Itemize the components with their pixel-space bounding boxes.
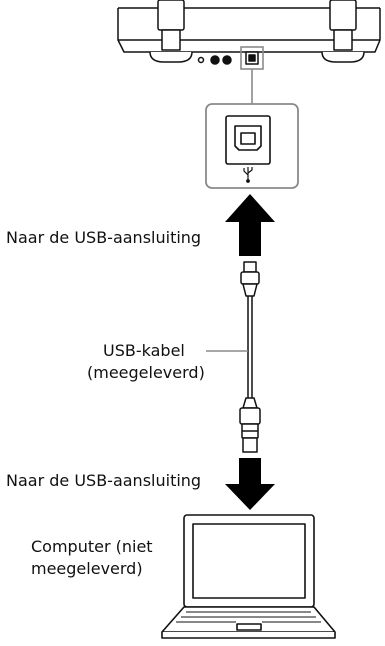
- usb-b-port-icon: [225, 115, 271, 165]
- label-to-usb-port-bottom: Naar de USB-aansluiting: [6, 471, 202, 490]
- label-usb-cable-supplied: (meegeleverd): [87, 363, 205, 382]
- label-computer: Computer (niet: [31, 537, 153, 556]
- usb-cable-icon: [239, 261, 261, 453]
- arrow-down-icon: [225, 458, 275, 510]
- arrow-up-icon: [225, 194, 275, 256]
- laptop-icon: [161, 514, 336, 639]
- label-computer-not-supplied: meegeleverd): [31, 559, 143, 578]
- usb-port-zoom-box: [205, 103, 299, 189]
- turntable-rear-icon: [117, 0, 381, 65]
- usb-symbol-icon: [243, 167, 253, 183]
- label-to-usb-port-top: Naar de USB-aansluiting: [6, 228, 202, 247]
- label-usb-cable: USB-kabel: [103, 341, 185, 360]
- usb-port-highlight: [240, 46, 264, 104]
